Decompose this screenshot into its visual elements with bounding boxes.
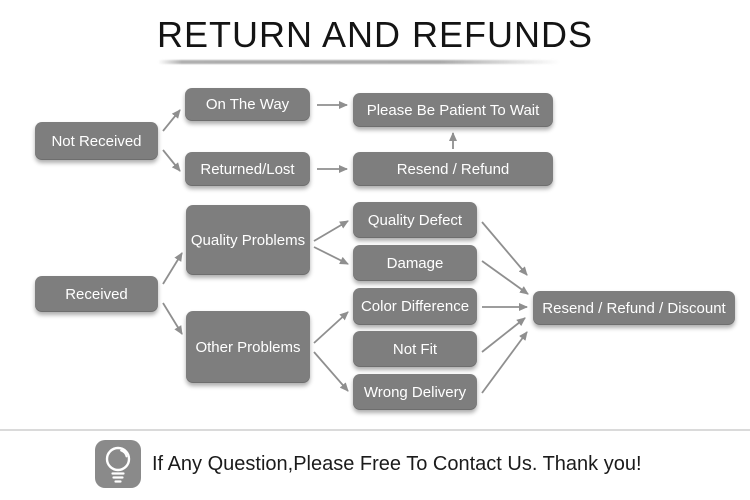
arrow-quality-problems-to-quality-defect	[313, 220, 349, 242]
arrow-other-problems-to-wrong-delivery	[313, 351, 349, 392]
footer-divider	[0, 429, 750, 431]
arrow-not-fit-to-discount	[481, 317, 526, 353]
node-wrong-delivery: Wrong Delivery	[353, 374, 477, 410]
arrow-not-received-to-on-the-way	[162, 109, 181, 132]
arrow-received-to-other-problems	[162, 302, 183, 335]
node-received: Received	[35, 276, 158, 312]
arrow-not-received-to-returned-lost	[162, 149, 181, 172]
title-underline	[158, 60, 560, 64]
node-other-problems: Other Problems	[186, 311, 310, 383]
arrow-quality-problems-to-damage	[313, 246, 349, 265]
arrow-quality-defect-to-discount	[481, 221, 528, 276]
node-resend-refund: Resend / Refund	[353, 152, 553, 186]
page-title: RETURN AND REFUNDS	[156, 14, 594, 55]
arrow-other-problems-to-color-difference	[313, 311, 349, 344]
node-please-be-patient-to-wait: Please Be Patient To Wait	[353, 93, 553, 127]
node-on-the-way: On The Way	[185, 88, 310, 121]
node-resend-refund-discount: Resend / Refund / Discount	[533, 291, 735, 325]
lightbulb-icon	[95, 440, 141, 488]
node-returned-lost: Returned/Lost	[185, 152, 310, 186]
arrow-received-to-quality-problems	[162, 252, 183, 285]
node-quality-defect: Quality Defect	[353, 202, 477, 238]
arrow-damage-to-discount	[481, 260, 529, 295]
footer-message: If Any Question,Please Free To Contact U…	[152, 453, 642, 475]
node-damage: Damage	[353, 245, 477, 281]
node-not-received: Not Received	[35, 122, 158, 160]
arrow-wrong-delivery-to-discount	[481, 331, 528, 394]
node-quality-problems: Quality Problems	[186, 205, 310, 275]
node-color-difference: Color Difference	[353, 288, 477, 325]
node-not-fit: Not Fit	[353, 331, 477, 367]
